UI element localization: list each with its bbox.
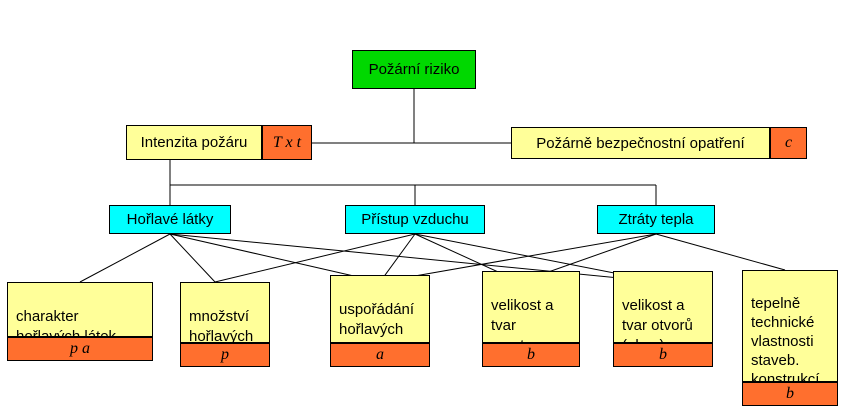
leaf-mnozstvi-tag-label: p [221,346,229,363]
leaf-velikost-otvoru-tag: b [613,343,713,367]
leaf-tepelne-vlastnosti-tag: b [742,382,838,406]
node-root-label: Požární riziko [368,61,460,78]
leaf-mnozstvi-tag: p [180,343,270,367]
leaf-tepelne-vlastnosti-label: tepelně technické vlastnosti staveb. kon… [751,295,820,388]
node-intensity-tag: T x t [262,125,312,160]
leaf-tepelne-vlastnosti-tag-label: b [786,385,794,402]
leaf-velikost-otvoru-tag-label: b [659,346,667,363]
node-ztraty-tepla: Ztráty tepla [597,205,715,234]
edge-ztraty-leaf6 [655,233,786,271]
node-intensity-tag-label: T x t [272,133,302,151]
edge-ztraty-leaf3 [379,233,657,283]
leaf-velikost-prostoru-tag: b [482,343,580,367]
node-root: Požární riziko [352,50,476,89]
leaf-usporadani: uspořádání hořlavých látek [330,275,430,358]
edge-pristup-leaf2 [214,233,416,283]
edge-horlave-leaf1 [79,233,171,283]
leaf-mnozstvi: množství hořlavých látek [180,282,270,365]
node-safety-label: Požárně bezpečnostní opatření [536,134,745,152]
node-safety: Požárně bezpečnostní opatření [511,127,770,159]
leaf-velikost-otvoru: velikost a tvar otvorů (oken) [613,271,713,354]
leaf-velikost-prostoru-tag-label: b [527,346,535,363]
node-safety-tag-label: c [784,134,793,151]
node-pristup-vzduchu-label: Přístup vzduchu [361,211,469,228]
leaf-charakter-tag-label: p a [70,340,90,357]
node-intensity: Intenzita požáru [126,125,262,160]
node-ztraty-tepla-label: Ztráty tepla [618,211,694,228]
node-horlave-latky-label: Hořlavé látky [126,211,214,228]
edge-horlave-leaf3 [169,233,381,283]
leaf-charakter-tag: p a [7,337,153,361]
leaf-velikost-prostoru: velikost a tvar prostoru [482,271,580,354]
leaf-usporadani-tag-label: a [376,346,384,363]
edge-horlave-leaf2 [169,233,216,283]
node-horlave-latky: Hořlavé látky [109,205,231,234]
leaf-tepelne-vlastnosti: tepelně technické vlastnosti staveb. kon… [742,270,838,388]
leaf-usporadani-tag: a [330,343,430,367]
node-safety-tag: c [770,127,807,159]
node-intensity-label: Intenzita požáru [140,134,248,151]
edge-pristup-leaf3 [379,233,416,283]
node-pristup-vzduchu: Přístup vzduchu [345,205,485,234]
leaf-charakter: charakter hořlavých látek [7,282,153,345]
